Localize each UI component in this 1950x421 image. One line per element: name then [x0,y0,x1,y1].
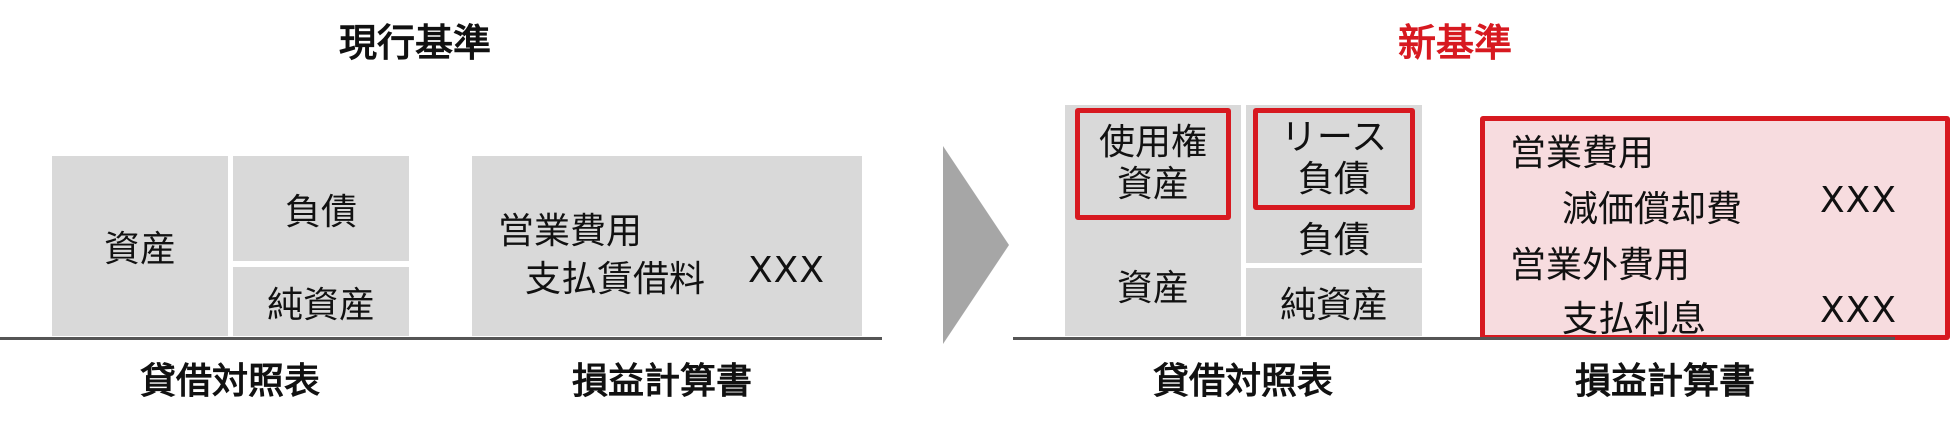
new-pl-interest-amount: XXX [1820,290,1897,331]
new-bs-caption: 貸借対照表 [1152,361,1333,402]
new-pl-depreciation: 減価償却費 [1562,189,1743,230]
new-pl-highlight-box [1480,116,1950,340]
current-baseline [0,337,882,340]
current-pl-box [472,156,862,336]
new-bs-assets-label: 資産 [1116,268,1189,309]
new-bs-liabilities-label: 負債 [1297,220,1370,261]
new-pl-operating-expenses: 営業費用 [1510,133,1655,174]
new-pl-non-operating-expenses: 営業外費用 [1510,245,1691,286]
new-bs-rou-asset-highlight [1075,108,1231,220]
new-pl-depreciation-amount: XXX [1820,180,1897,221]
new-baseline [1013,337,1895,340]
current-bs-net-assets-label: 純資産 [266,284,375,326]
current-pl-rent-expense: 支払賃借料 [525,259,706,300]
current-bs-liabilities-label: 負債 [284,191,357,233]
current-bs-caption: 貸借対照表 [139,361,320,402]
current-bs-assets-label: 資産 [103,229,176,270]
new-bs-assets-column [1065,105,1241,336]
current-pl-operating-expenses: 営業費用 [498,211,643,252]
new-bs-rou-asset-label: 使用権 資産 [1098,121,1207,205]
new-bs-net-assets-box: 純資産 [1246,268,1422,336]
current-pl-caption: 損益計算書 [571,361,752,402]
new-bs-liabilities-column [1246,105,1422,263]
new-standard-title: 新基準 [1397,21,1512,65]
current-bs-assets-box: 資産 [52,156,228,336]
new-bs-net-assets-label: 純資産 [1279,285,1388,326]
new-bs-lease-liability-highlight [1253,108,1415,210]
new-pl-interest-expense: 支払利息 [1562,299,1707,340]
current-bs-net-assets-box: 純資産 [233,267,409,336]
current-pl-rent-amount: XXX [748,250,825,291]
new-bs-lease-liability-label: リース 負債 [1280,116,1388,200]
current-standard-title: 現行基準 [338,21,491,65]
new-pl-caption: 損益計算書 [1574,361,1755,402]
chevron-right-arrow-icon [943,146,1009,344]
current-bs-liabilities-box: 負債 [233,156,409,261]
